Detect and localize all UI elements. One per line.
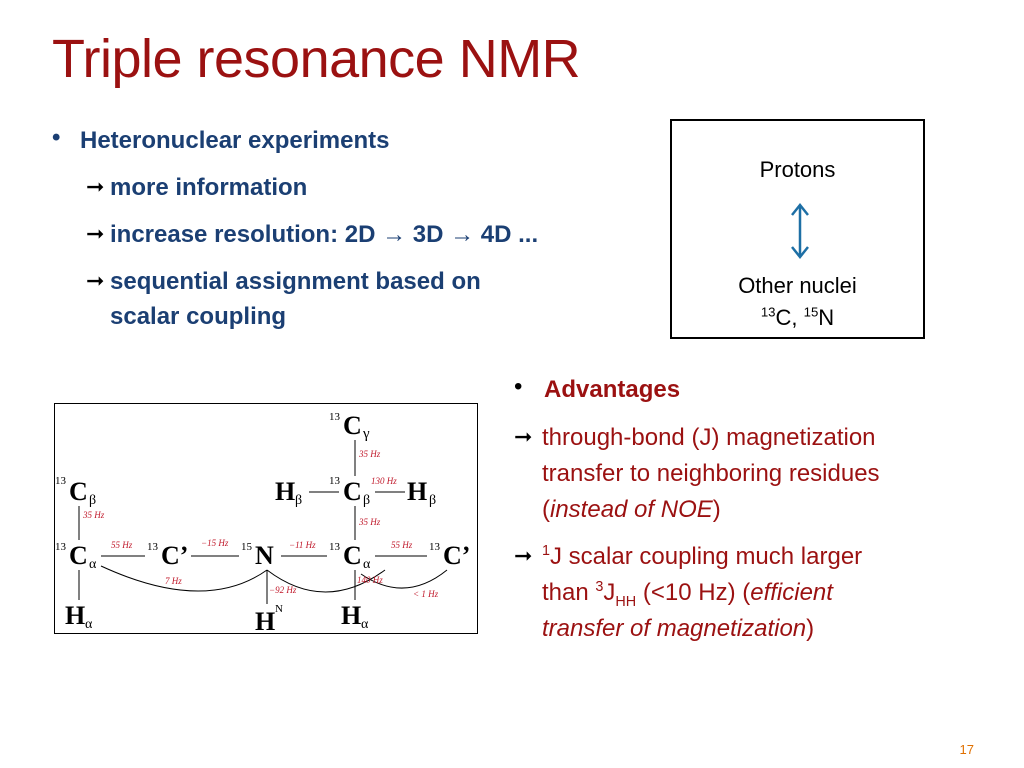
advantage-item: (instead of NOE): [542, 496, 721, 523]
h-beta-right-atom: H: [407, 477, 427, 506]
coupling-label: 35 Hz: [82, 510, 105, 520]
coupling-label: 35 Hz: [358, 517, 381, 527]
alpha-symbol: α: [89, 557, 97, 572]
coupling-label: −11 Hz: [289, 540, 316, 550]
c-beta-atom: C: [343, 477, 362, 506]
advantage-item: than 3JHH (<10 Hz) (efficient: [542, 579, 833, 610]
nuclei-box: Protons Other nuclei 13C, 15N: [670, 119, 925, 339]
bullet-item: more information: [110, 174, 308, 201]
h-n-atom: H: [255, 607, 275, 635]
beta-symbol: β: [295, 493, 302, 508]
alpha-symbol: α: [85, 617, 93, 632]
c-gamma-atom: C: [343, 411, 362, 440]
slide-title: Triple resonance NMR: [52, 29, 581, 89]
advantages-heading: Advantages: [544, 376, 681, 403]
coupling-label: 35 Hz: [358, 449, 381, 459]
bullet-dot: •: [514, 373, 523, 400]
arrow-icon: ➞: [86, 221, 105, 246]
isotope-label: 13: [429, 541, 441, 553]
advantage-item: transfer to neighboring residues: [542, 460, 880, 487]
coupling-label: 130 Hz: [371, 476, 397, 486]
h-alpha-right-atom: H: [341, 601, 361, 630]
protons-label: Protons: [759, 157, 836, 182]
h-beta-left-atom: H: [275, 477, 295, 506]
isotope-label: 13: [55, 475, 67, 487]
bullet-item: sequential assignment based on: [110, 268, 481, 295]
bullet-dot: •: [52, 124, 61, 151]
other-nuclei-label: Other nuclei: [738, 273, 857, 298]
coupling-label: 55 Hz: [391, 540, 413, 550]
c-alpha-left-atom: C: [69, 541, 88, 570]
isotope-label: 13: [55, 541, 67, 553]
coupling-label: −92 Hz: [269, 585, 297, 595]
advantage-item: transfer of magnetization): [542, 615, 815, 642]
coupling-label: < 1 Hz: [413, 589, 439, 599]
bullet-item-continued: scalar coupling: [110, 303, 287, 330]
advantage-item: through-bond (J) magnetization: [542, 424, 876, 451]
beta-symbol: β: [363, 493, 370, 508]
c-prime-right-atom: C’: [443, 541, 470, 570]
beta-symbol: β: [429, 493, 436, 508]
advantage-item: 1J scalar coupling much larger: [542, 543, 863, 570]
alpha-symbol: α: [361, 617, 369, 632]
bullet-item: increase resolution: 2D → 3D → 4D ...: [110, 221, 539, 248]
isotope-label: 13: [329, 475, 341, 487]
isotopes-label: 13C, 15N: [760, 304, 835, 330]
beta-symbol: β: [89, 493, 96, 508]
arrow-icon: ➞: [514, 424, 533, 449]
gamma-symbol: γ: [362, 426, 370, 442]
c-alpha-right-atom: C: [343, 541, 362, 570]
arrow-icon: ➞: [86, 268, 105, 293]
arrow-icon: ➞: [514, 543, 533, 568]
alpha-symbol: α: [363, 557, 371, 572]
double-arrow-icon: [791, 202, 809, 260]
n-superscript: N: [275, 603, 283, 615]
c-beta-left-atom: C: [69, 477, 88, 506]
arrow-icon: ➞: [86, 174, 105, 199]
coupling-label: −15 Hz: [201, 538, 229, 548]
h-alpha-left-atom: H: [65, 601, 85, 630]
bullet-heading: Heteronuclear experiments: [80, 127, 390, 154]
isotope-label: 15: [241, 541, 253, 553]
coupling-label: 7 Hz: [165, 576, 182, 586]
coupling-label: 140 Hz: [357, 575, 383, 585]
coupling-label: 55 Hz: [111, 540, 133, 550]
isotope-label: 13: [147, 541, 159, 553]
c-prime-left-atom: C’: [161, 541, 188, 570]
coupling-diagram-svg: 13 C γ H β 13 C β H β 13 C β 13 C α 13 C…: [55, 411, 470, 635]
n-atom: N: [255, 541, 274, 570]
page-number: 17: [959, 742, 974, 757]
isotope-label: 13: [329, 411, 341, 423]
isotope-label: 13: [329, 541, 341, 553]
coupling-diagram: 13 C γ H β 13 C β H β 13 C β 13 C α 13 C…: [54, 403, 478, 635]
